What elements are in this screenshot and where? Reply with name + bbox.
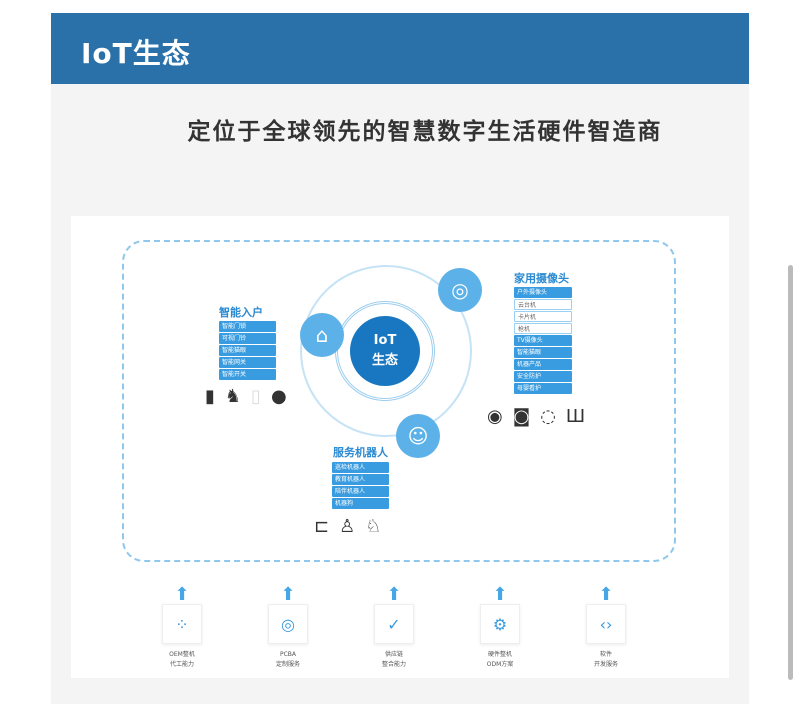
iot-diagram: IoT 生态 ⌂ ◎ ☺ 智能入户 智能门锁 可视门铃 智能猫眼 智能网关 智能开…: [71, 216, 729, 678]
peephole-icon: ●: [270, 386, 287, 407]
list-item: 智能猫眼: [219, 345, 276, 356]
robot-list: 巡检机器人 教育机器人 陪伴机器人 机器狗: [332, 462, 389, 509]
camera-icon: ◉: [487, 406, 503, 427]
camera-icon: ◙: [512, 406, 531, 427]
camera-icon: ◌: [540, 406, 556, 427]
feature-odm: ⬆⚙ 硬件整机 ODM方案: [470, 586, 530, 670]
list-item: 云台机: [514, 299, 572, 310]
camera-products: ◉ ◙ ◌ Ш: [487, 406, 585, 427]
lock-icon: ▮: [205, 386, 215, 407]
chip-icon: ◎: [268, 604, 308, 644]
robot-vacuum-icon: ⊏: [314, 516, 330, 537]
signal-icon: ◎: [438, 268, 482, 312]
gear-icon: ⚙: [480, 604, 520, 644]
home-icon: ⌂: [300, 313, 344, 357]
feature-pcba: ⬆◎ PCBA 定制服务: [258, 586, 318, 670]
arrow-up-icon: ⬆: [492, 584, 508, 605]
feature-label: 开发服务: [593, 661, 618, 668]
smart-entry-products: ▮ ♞ ▯ ●: [205, 386, 287, 407]
scrollbar[interactable]: [788, 265, 793, 680]
list-item: 卡片机: [514, 311, 572, 322]
core-label-2: 生态: [371, 353, 398, 368]
list-item: 户外摄像头: [514, 287, 572, 298]
feature-label: 定制服务: [275, 661, 300, 668]
robot-dog-icon: ♘: [365, 516, 382, 537]
list-item: 智能开关: [219, 369, 276, 380]
feature-label: 软件: [599, 651, 612, 658]
feature-label: PCBA: [279, 651, 297, 658]
list-item: 巡检机器人: [332, 462, 389, 473]
list-item: 陪伴机器人: [332, 486, 389, 497]
robot-products: ⊏ ♙ ♘: [314, 516, 381, 537]
group-title: 智能入户: [219, 306, 263, 319]
list-item: 枪机: [514, 323, 572, 334]
smart-entry-list: 智能门锁 可视门铃 智能猫眼 智能网关 智能开关: [219, 321, 276, 380]
list-item: 机器狗: [332, 498, 389, 509]
subtitle: 定位于全球领先的智慧数字生活硬件智造商: [187, 119, 663, 145]
arrow-up-icon: ⬆: [598, 584, 614, 605]
list-item: TV摄像头: [514, 335, 572, 346]
feature-label: OEM整机: [169, 651, 195, 658]
group-title: 服务机器人: [333, 446, 388, 459]
list-item: 可视门铃: [219, 333, 276, 344]
robot-icon: ☺: [396, 414, 440, 458]
list-item: 智能门锁: [219, 321, 276, 332]
list-item: 安全防护: [514, 371, 572, 382]
feature-label: ODM方案: [486, 661, 514, 668]
core-label-1: IoT: [373, 333, 397, 348]
feature-label: 整合能力: [381, 661, 406, 668]
humanoid-robot-icon: ♙: [339, 516, 356, 537]
outer-ring: [300, 265, 472, 437]
section-title: IoT生态: [81, 37, 191, 70]
camera-list: 户外摄像头 云台机 卡片机 枪机 TV摄像头 智能猫眼 机器产品 安全防护 母婴…: [514, 287, 572, 394]
arrow-up-icon: ⬆: [386, 584, 402, 605]
list-item: 母婴看护: [514, 383, 572, 394]
list-item: 教育机器人: [332, 474, 389, 485]
section-header: IoT生态: [51, 13, 749, 84]
router-icon: Ш: [565, 406, 586, 427]
chain-icon: ✓: [374, 604, 414, 644]
list-item: 智能网关: [219, 357, 276, 368]
feature-oem: ⬆⁘ OEM整机代工能力: [152, 586, 212, 670]
network-icon: ⁘: [162, 604, 202, 644]
feature-label: 代工能力: [169, 661, 194, 668]
core-circle: IoT 生态: [350, 316, 420, 386]
feature-supply-chain: ⬆✓ 供应链整合能力: [364, 586, 424, 670]
feature-label: 供应链: [384, 651, 403, 658]
content-panel: 定位于全球领先的智慧数字生活硬件智造商 IoT 生态 ⌂ ◎ ☺ 智能入户 智能门…: [51, 84, 749, 704]
code-icon: ‹›: [586, 604, 626, 644]
list-item: 机器产品: [514, 359, 572, 370]
sensor-icon: ▯: [251, 386, 261, 407]
arrow-up-icon: ⬆: [280, 584, 296, 605]
doorbell-icon: ♞: [224, 386, 242, 407]
feature-software: ⬆‹› 软件开发服务: [576, 586, 636, 670]
arrow-up-icon: ⬆: [174, 584, 190, 605]
dashed-frame: [122, 240, 676, 562]
list-item: 智能猫眼: [514, 347, 572, 358]
group-title: 家用摄像头: [514, 272, 569, 285]
feature-label: 硬件整机: [487, 651, 512, 658]
